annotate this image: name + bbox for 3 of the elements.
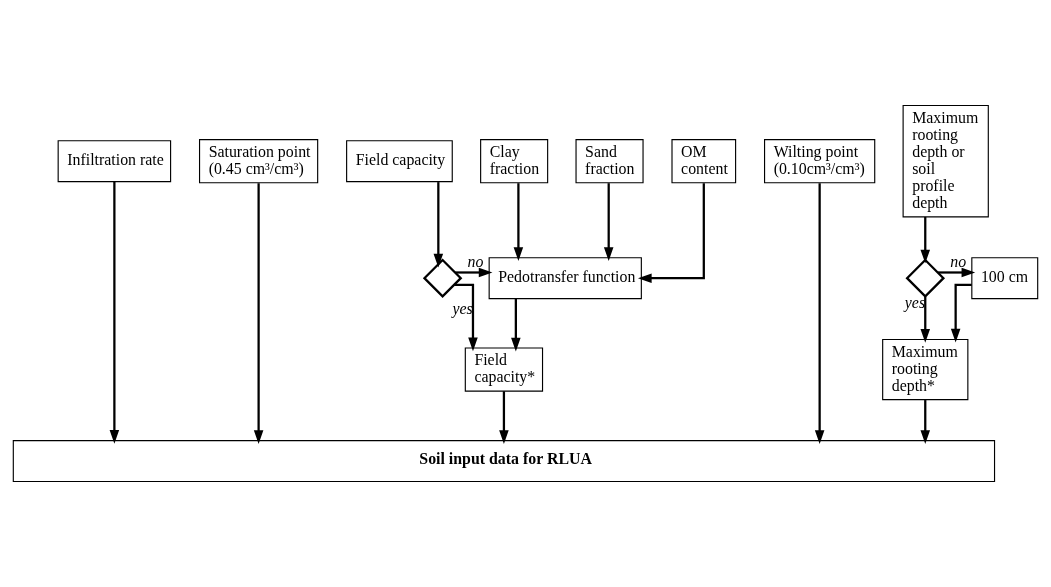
edge-label: no <box>950 253 967 271</box>
edge-label: yes <box>452 300 473 318</box>
edge-label: no <box>467 253 484 271</box>
